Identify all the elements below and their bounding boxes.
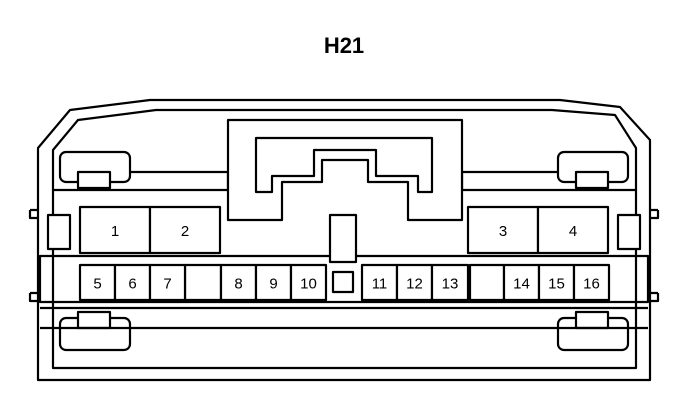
pin-cavity <box>502 263 541 302</box>
pin-7: 7 <box>148 263 187 302</box>
pin-label: 12 <box>406 276 423 293</box>
pin-label: 4 <box>569 223 577 240</box>
pin-cavity <box>360 263 399 302</box>
pin-label: 1 <box>111 223 119 240</box>
pin-label: 5 <box>93 276 101 293</box>
pin-15: 15 <box>537 263 576 302</box>
pin-label: 16 <box>583 276 600 293</box>
pin-1: 1 <box>78 205 152 255</box>
pin-14: 14 <box>502 263 541 302</box>
pin-3: 3 <box>466 205 540 255</box>
pin-label: 7 <box>163 276 171 293</box>
pin-label: 11 <box>372 276 388 293</box>
pin-5: 5 <box>78 263 117 302</box>
connector-housing <box>28 98 660 382</box>
pin-11: 11 <box>360 263 399 302</box>
pin-cavity <box>289 263 328 302</box>
pin-cavity <box>430 263 470 302</box>
pin-cavity <box>148 205 222 255</box>
pin-cavity <box>572 263 611 302</box>
pin-cavity <box>148 263 187 302</box>
pin-10: 10 <box>289 263 328 302</box>
pin-cavity <box>219 263 258 302</box>
pin-cavity <box>466 205 540 255</box>
pin-cavity <box>78 263 117 302</box>
pin-cavity <box>536 205 610 255</box>
pin-label: 14 <box>513 276 530 293</box>
pin-13: 13 <box>430 263 470 302</box>
pin-4: 4 <box>536 205 610 255</box>
connector-title: H21 <box>324 33 364 58</box>
pin-label: 13 <box>442 276 459 293</box>
pin-8: 8 <box>219 263 258 302</box>
pin-label: 10 <box>300 276 317 293</box>
pin-9: 9 <box>254 263 293 302</box>
pin-label: 6 <box>128 276 136 293</box>
pin-label: 3 <box>499 223 507 240</box>
pin-cavity <box>113 263 152 302</box>
pin-6: 6 <box>113 263 152 302</box>
pin-label: 9 <box>269 276 277 293</box>
pin-2: 2 <box>148 205 222 255</box>
pin-label: 2 <box>181 223 189 240</box>
pin-label: 8 <box>234 276 242 293</box>
pin-label: 15 <box>548 276 565 293</box>
pin-16: 16 <box>572 263 611 302</box>
pin-12: 12 <box>395 263 434 302</box>
pin-cavity <box>78 205 152 255</box>
